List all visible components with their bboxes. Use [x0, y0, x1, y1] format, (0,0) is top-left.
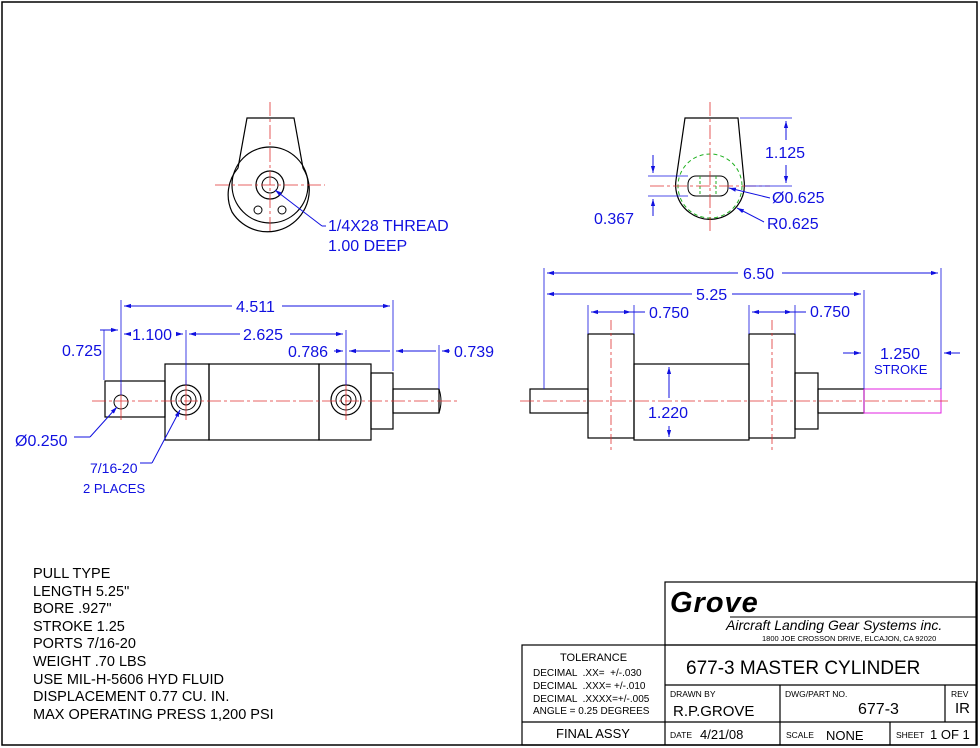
dim-body-525: 5.25 — [696, 287, 727, 304]
dwg-no: 677-3 — [858, 701, 899, 718]
drawn-by: R.P.GROVE — [673, 703, 754, 720]
final-assy: FINAL ASSY — [556, 726, 630, 741]
rev-label: REV — [951, 689, 969, 699]
dim-hole-dia: Ø0.625 — [772, 190, 825, 207]
dim-stroke-value: 1.250 — [880, 346, 920, 363]
tolerance-header: TOLERANCE — [560, 652, 627, 664]
dim-bore-1220: 1.220 — [648, 405, 688, 422]
dim-rod-ext-0739: 0.739 — [454, 344, 494, 361]
dim-overall-650: 6.50 — [743, 266, 774, 283]
dim-height-1125: 1.125 — [765, 145, 805, 162]
tolerance-xxx: DECIMAL .XXX= +/-.010 — [533, 681, 646, 692]
dim-port-to-end-0786: 0.786 — [288, 344, 328, 361]
thread-note-line2: 1.00 DEEP — [328, 238, 407, 255]
thread-note-line1: 1/4X28 THREAD — [328, 218, 449, 235]
tolerance-angle: ANGLE = 0.25 DEGREES — [533, 706, 650, 717]
company-address: 1800 JOE CROSSON DRIVE, ELCAJON, CA 9202… — [762, 634, 936, 643]
dim-offset-0367: 0.367 — [594, 211, 634, 228]
tolerance-xx: DECIMAL .XX= +/-.030 — [533, 668, 642, 679]
spec-line: USE MIL-H-5606 HYD FLUID — [33, 671, 224, 688]
spec-line: WEIGHT .70 LBS — [33, 653, 147, 670]
side-view-left — [74, 300, 460, 464]
scale: NONE — [826, 728, 864, 743]
date-label: DATE — [670, 730, 692, 740]
dim-rod-end-0725: 0.725 — [62, 343, 102, 360]
drawn-by-label: DRAWN BY — [670, 689, 716, 699]
ports-note-line1: 7/16-20 — [90, 460, 138, 476]
spec-line: LENGTH 5.25" — [33, 583, 130, 600]
ports-note-line2: 2 PLACES — [83, 481, 145, 496]
spec-line: PULL TYPE — [33, 566, 111, 582]
tolerance-xxxx: DECIMAL .XXXX=+/-.005 — [533, 694, 650, 705]
date: 4/21/08 — [700, 727, 743, 742]
side-view-right — [520, 268, 960, 450]
spec-line: STROKE 1.25 — [33, 618, 125, 635]
rev: IR — [955, 700, 970, 717]
end-view-right — [648, 102, 792, 232]
sheet-label: SHEET — [896, 730, 924, 740]
dim-overall-4511: 4.511 — [236, 299, 275, 316]
end-view-left — [215, 102, 326, 233]
dim-port-spacing-2625: 2.625 — [243, 327, 283, 344]
drawing-title: 677-3 MASTER CYLINDER — [686, 658, 920, 679]
spec-line: DISPLACEMENT 0.77 CU. IN. — [33, 689, 230, 706]
dwg-no-label: DWG/PART NO. — [785, 689, 847, 699]
sheet: 1 OF 1 — [930, 727, 970, 742]
dim-flange-right-0750: 0.750 — [810, 304, 850, 321]
stroke-label: STROKE — [874, 362, 928, 377]
scale-label: SCALE — [786, 730, 814, 740]
dim-flange-left-0750: 0.750 — [649, 305, 689, 322]
dim-port-spacing-1100: 1.100 — [132, 327, 172, 344]
dim-hole-dia-0250: Ø0.250 — [15, 433, 68, 450]
company-logo: Grove — [670, 587, 759, 619]
spec-line: MAX OPERATING PRESS 1,200 PSI — [33, 706, 274, 723]
company-name: Aircraft Landing Gear Systems inc. — [725, 617, 942, 633]
spec-line: BORE .927" — [33, 601, 112, 618]
spec-notes: PULL TYPE LENGTH 5.25" BORE .927" STROKE… — [33, 566, 274, 724]
dim-radius: R0.625 — [767, 216, 819, 233]
title-block — [521, 581, 977, 746]
spec-line: PORTS 7/16-20 — [33, 636, 136, 653]
